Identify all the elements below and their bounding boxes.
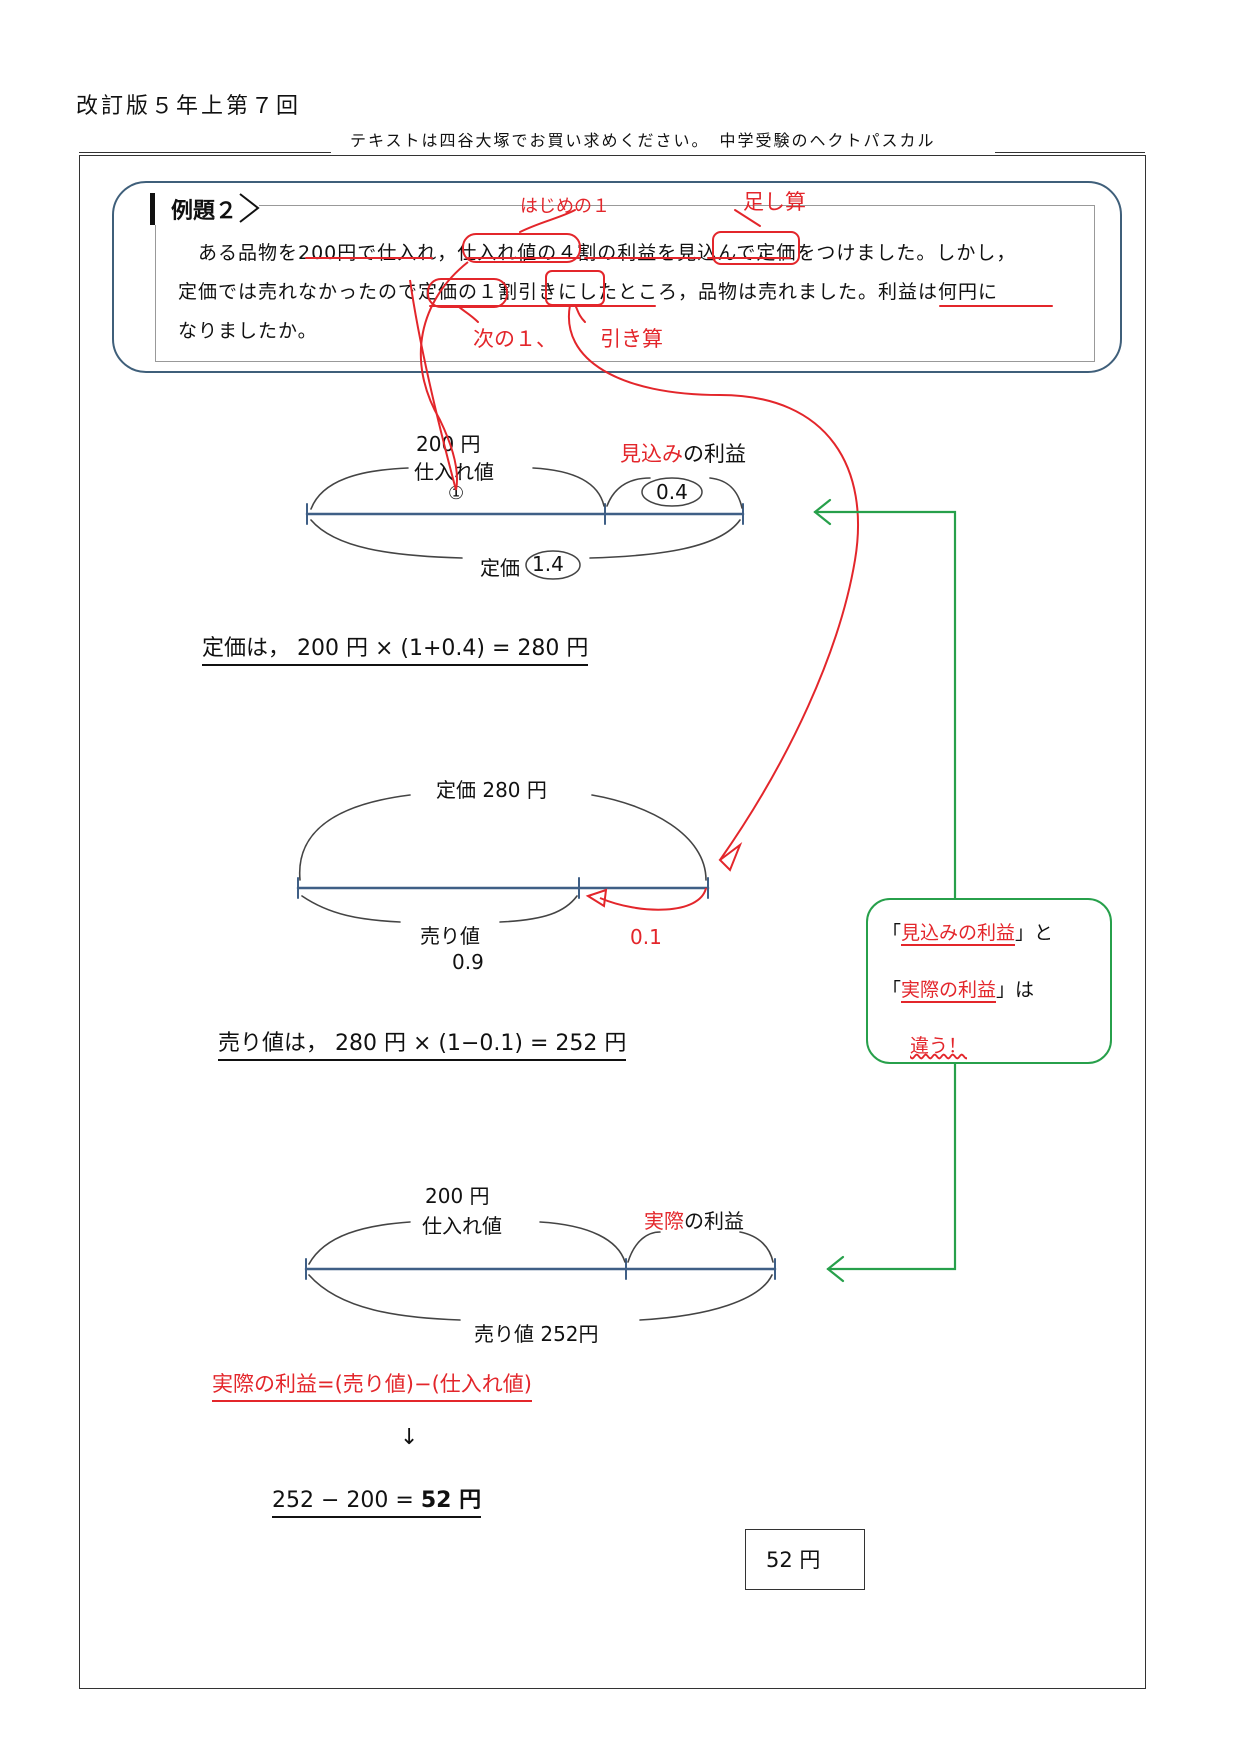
diagram-1-lines bbox=[305, 467, 745, 580]
pointer-hajime bbox=[519, 209, 576, 233]
d1-brace-profit bbox=[606, 477, 743, 509]
d3-profit-label-rest: の利益 bbox=[684, 1209, 744, 1233]
problem-line-3: なりましたか。 bbox=[178, 320, 318, 342]
example-label: 例題２ bbox=[150, 193, 260, 225]
d1-profit-label-rest: の利益 bbox=[683, 442, 746, 466]
header-subtitle: テキストは四谷大塚でお買い求めください。 中学受験のヘクトパスカル bbox=[350, 131, 936, 150]
diagram-3-lines bbox=[304, 1221, 777, 1321]
annotation-hikizan: 引き算 bbox=[600, 327, 663, 351]
d1-price-label: 定価 bbox=[480, 556, 520, 580]
example-label-chevron-icon bbox=[239, 193, 260, 223]
formula-final-result: 52 円 bbox=[420, 1488, 482, 1513]
formula-sell: 売り値は， 280 円 × (1−0.1) = 252 円 bbox=[218, 1025, 627, 1061]
formula-final-expr: 252 − 200 = bbox=[272, 1488, 421, 1513]
note-line-2-red: 実際の利益 bbox=[901, 979, 997, 1003]
d1-cost-amount: 200 円 bbox=[416, 432, 481, 456]
d1-brace-price bbox=[310, 519, 741, 559]
note-box bbox=[866, 898, 1112, 1064]
diagram-2-lines bbox=[296, 794, 710, 923]
green-line-top bbox=[813, 510, 957, 900]
note-line-3: 違う！ bbox=[910, 1035, 968, 1057]
note-line-1-red: 見込みの利益 bbox=[901, 922, 1016, 946]
d1-one-circled: ① bbox=[448, 483, 465, 504]
d1-profit-label: 見込みの利益 bbox=[620, 438, 746, 468]
d1-profit-label-red: 見込み bbox=[620, 442, 683, 466]
page-title: 改訂版５年上第７回 bbox=[76, 94, 302, 119]
header-divider-left bbox=[79, 152, 331, 153]
problem-line-2: 定価では売れなかったので定価の１割引きにしたところ，品物は売れました。利益は何円… bbox=[178, 281, 999, 303]
note-line-1-rest: 」と bbox=[1015, 922, 1054, 944]
formula-price: 定価は， 200 円 × (1+0.4) = 280 円 bbox=[202, 630, 589, 666]
red-arrow-to-one-2 bbox=[409, 279, 457, 491]
d1-profit-circle bbox=[641, 477, 703, 507]
d1-profit-ratio: 0.4 bbox=[656, 480, 688, 504]
d2-brace-sell bbox=[301, 895, 578, 923]
box-mikomi bbox=[712, 231, 800, 265]
d1-price-circle bbox=[525, 550, 581, 580]
d2-sell-label: 売り値 bbox=[420, 924, 480, 948]
d1-price-ratio: 1.4 bbox=[532, 552, 564, 576]
d3-cost-amount: 200 円 bbox=[425, 1184, 490, 1208]
annotation-hajime: はじめの１ bbox=[520, 196, 610, 217]
green-connectors bbox=[813, 498, 957, 1283]
pointer-hikizan bbox=[574, 304, 586, 323]
d3-cost-label: 仕入れ値 bbox=[422, 1214, 502, 1238]
formula-actual-profit: 実際の利益=(売り値)−(仕入れ値) bbox=[212, 1368, 532, 1402]
red-arrow-to-one bbox=[419, 261, 469, 491]
example-inner-border bbox=[155, 205, 1095, 362]
pointer-tsugi bbox=[457, 305, 479, 323]
d3-profit-label-red: 実際 bbox=[644, 1209, 684, 1233]
circle-teika bbox=[427, 278, 508, 308]
d2-brace-price bbox=[298, 794, 707, 881]
green-arrowhead-top-icon bbox=[813, 498, 832, 526]
note-line-2-rest: 」は bbox=[996, 979, 1035, 1001]
note-line-1: 「見込みの利益」と bbox=[882, 922, 1054, 946]
header-divider-right bbox=[995, 152, 1145, 153]
red-discount-curve bbox=[599, 887, 707, 911]
annotation-tsugi: 次の１、 bbox=[473, 327, 557, 351]
problem-red-marks bbox=[305, 209, 1053, 323]
answer-box: 52 円 bbox=[745, 1529, 865, 1590]
note-line-2: 「実際の利益」は bbox=[882, 979, 1035, 1003]
d2-price-label: 定価 280 円 bbox=[436, 778, 547, 802]
d2-discount-ratio: 0.1 bbox=[630, 925, 662, 949]
pointer-tashizan bbox=[734, 209, 761, 227]
annotation-tashizan: 足し算 bbox=[743, 190, 806, 214]
box-hiki bbox=[545, 270, 605, 306]
green-arrowhead-bottom-icon bbox=[826, 1255, 845, 1283]
d3-brace-cost bbox=[308, 1221, 626, 1265]
d3-brace-sell bbox=[308, 1274, 773, 1321]
down-arrow-icon: ↓ bbox=[400, 1425, 419, 1450]
circle-cost-value bbox=[462, 233, 581, 263]
d1-brace-cost bbox=[310, 467, 605, 510]
red-arrowhead-icon bbox=[718, 842, 743, 872]
red-arrow-to-discount bbox=[567, 304, 859, 861]
d3-brace-profit bbox=[627, 1231, 774, 1263]
d3-profit-label: 実際の利益 bbox=[644, 1205, 744, 1234]
formula-final: 252 − 200 = 52 円 bbox=[272, 1482, 482, 1518]
d2-sell-ratio: 0.9 bbox=[452, 950, 484, 974]
example-box bbox=[112, 181, 1122, 373]
page-frame bbox=[79, 155, 1146, 1689]
green-line-bottom bbox=[826, 1062, 957, 1271]
red-small-arrowhead-icon bbox=[585, 888, 608, 908]
d3-sell-label: 売り値 252円 bbox=[474, 1322, 599, 1346]
